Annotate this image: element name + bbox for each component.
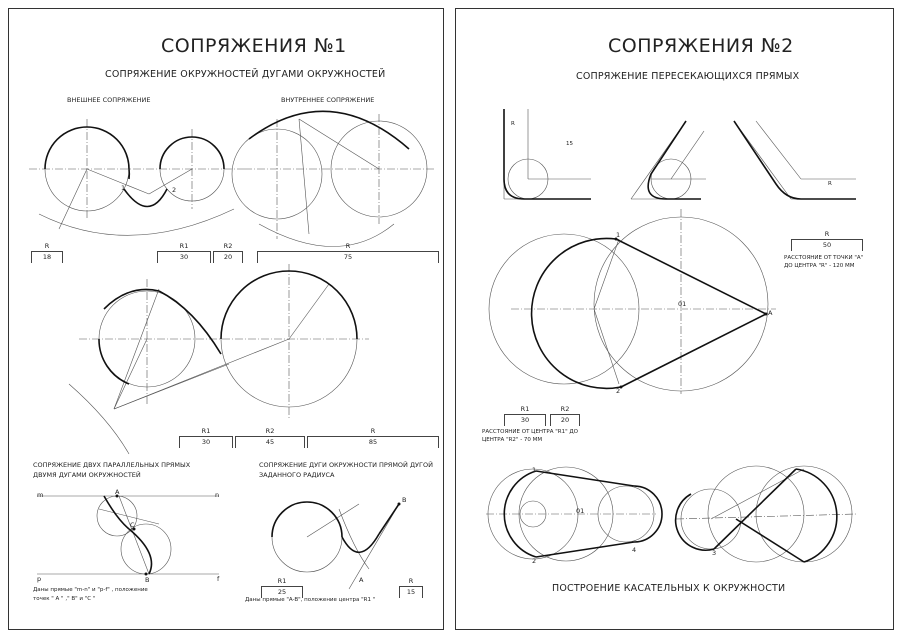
bottom-title: ПОСТРОЕНИЕ КАСАТЕЛЬНЫХ К ОКРУЖНОСТИ	[552, 583, 786, 594]
sheet1-title: СОПРЯЖЕНИЯ №1	[161, 35, 347, 57]
sheet2-subtitle: СОПРЯЖЕНИЕ ПЕРЕСЕКАЮЩИХСЯ ПРЯМЫХ	[576, 71, 800, 82]
dim-r2-45: R2 45	[235, 427, 305, 448]
line-label-p: p	[37, 575, 42, 583]
bottom-center-o1: 01	[576, 507, 585, 515]
arcline-title-2: ЗАДАННОГО РАДИУСА	[259, 471, 335, 479]
arcline-title-1: СОПРЯЖЕНИЕ ДУГИ ОКРУЖНОСТИ ПРЯМОЙ ДУГОЙ	[259, 461, 433, 469]
point-label-1: 1	[121, 184, 126, 192]
dim-r-75: R 75	[257, 242, 439, 263]
tangent-point-1: 1	[616, 231, 621, 239]
bottom-point-2: 2	[532, 557, 537, 565]
note-left-2: ЦЕНТРА "R2" - 70 ММ	[482, 437, 543, 443]
dim-r1-25: R1 25	[261, 577, 303, 598]
note-right-2: ДО ЦЕНТРА "R" - 120 ММ	[784, 263, 855, 269]
dim-r1-30-mid: R1 30	[179, 427, 233, 448]
dim-r-15: R 15	[399, 577, 423, 598]
parallel-title-1: СОПРЯЖЕНИЕ ДВУХ ПАРАЛЛЕЛЬНЫХ ПРЯМЫХ	[33, 461, 191, 469]
note-left-2: точек " A " ," B" и "C "	[33, 596, 96, 602]
sheet2-title: СОПРЯЖЕНИЯ №2	[608, 35, 794, 57]
dim-r2-20: R2 20	[213, 242, 243, 263]
sheet-1: СОПРЯЖЕНИЯ №1 СОПРЯЖЕНИЕ ОКРУЖНОСТЕЙ ДУГ…	[8, 8, 444, 630]
corner-r-label: R	[511, 121, 515, 127]
internal-conjugation-label: ВНУТРЕННЕЕ СОПРЯЖЕНИЕ	[281, 96, 375, 104]
point-label-a: A	[115, 488, 120, 496]
point-label-b: B	[145, 576, 150, 584]
bottom-point-1: 1	[532, 466, 537, 474]
point-label-c: C	[130, 521, 135, 529]
arcline-point-a: A	[359, 576, 364, 584]
note-right: Даны прямые "A-B", положение центра "R1 …	[245, 597, 376, 603]
line-label-n: n	[215, 491, 220, 499]
dim-r-18: R 18	[31, 242, 63, 263]
arcline-point-b: B	[402, 496, 407, 504]
dim-r2-20: R2 20	[550, 405, 580, 426]
dim-15: 15	[566, 141, 573, 147]
sheet2-drawing	[486, 109, 857, 563]
line-label-m: m	[37, 491, 44, 499]
point-a: A	[768, 309, 773, 317]
dim-r-50: R 50	[791, 230, 863, 251]
sheet-2: СОПРЯЖЕНИЯ №2 СОПРЯЖЕНИЕ ПЕРЕСЕКАЮЩИХСЯ …	[455, 8, 894, 630]
bottom-point-3: 3	[712, 549, 717, 557]
sheet1-drawing	[29, 110, 434, 590]
sheet1-subtitle: СОПРЯЖЕНИЕ ОКРУЖНОСТЕЙ ДУГАМИ ОКРУЖНОСТЕ…	[105, 69, 386, 80]
note-left-1: Даны прямые "m-n" и "p-f" , положение	[33, 587, 148, 593]
note-right-1: РАССТОЯНИЕ ОТ ТОЧКИ "А"	[784, 255, 864, 261]
center-o1: 01	[678, 300, 687, 308]
external-conjugation-label: ВНЕШНЕЕ СОПРЯЖЕНИЕ	[67, 96, 151, 104]
tangent-point-2: 2	[616, 387, 621, 395]
note-left-1: РАССТОЯНИЕ ОТ ЦЕНТРА "R1" ДО	[482, 429, 579, 435]
dim-r-85: R 85	[307, 427, 439, 448]
dim-r1-30: R1 30	[157, 242, 211, 263]
line-label-f: f	[217, 575, 220, 583]
dim-r1-30: R1 30	[504, 405, 546, 426]
bottom-point-4: 4	[632, 546, 637, 554]
parallel-title-2: ДВУМЯ ДУГАМИ ОКРУЖНОСТЕЙ	[33, 471, 141, 479]
point-label-2: 2	[172, 186, 177, 194]
corner-r-label-right: R	[828, 181, 832, 187]
